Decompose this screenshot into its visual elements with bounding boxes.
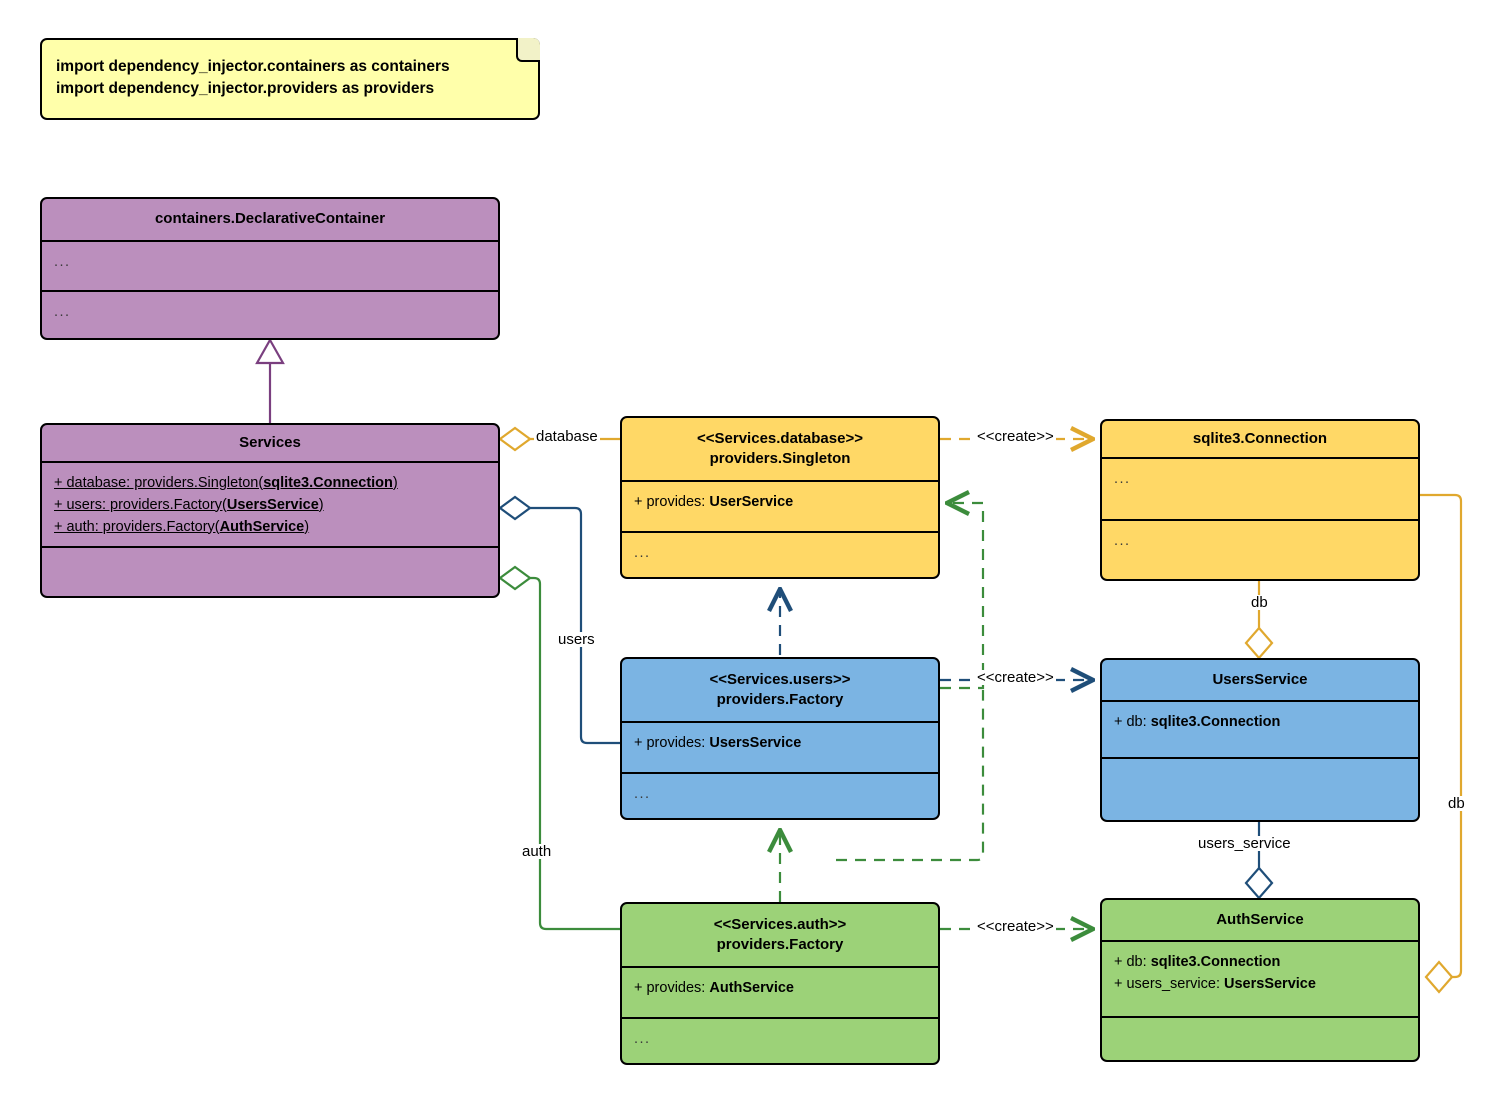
op-placeholder: ... [634, 545, 651, 561]
class-attributes: + database: providers.Singleton(sqlite3.… [42, 461, 498, 546]
edge-label-db-users: db [1249, 594, 1270, 611]
import-note: import dependency_injector.containers as… [40, 38, 540, 120]
class-attributes: + provides: UsersService [622, 721, 938, 772]
attribute-auth: + auth: providers.Factory(AuthService) [54, 518, 310, 535]
class-title: UsersService [1212, 670, 1308, 688]
class-name: providers.Factory [716, 691, 844, 708]
attribute-database: + database: providers.Singleton(sqlite3.… [54, 475, 398, 491]
op-placeholder: ... [634, 786, 651, 802]
note-folded-corner-icon [516, 38, 540, 62]
op-placeholder: ... [634, 1031, 651, 1047]
attribute-provides: + provides: AuthService [634, 980, 794, 996]
edge-aggregation-users [498, 495, 620, 745]
edge-label-create-users: <<create>> [975, 669, 1056, 686]
edge-aggregation-auth [498, 565, 620, 931]
class-attributes: + db: sqlite3.Connection [1102, 700, 1418, 757]
edge-label-users-service: users_service [1196, 835, 1293, 852]
attr-placeholder: ... [54, 254, 71, 270]
edge-label-create-auth: <<create>> [975, 918, 1056, 935]
class-containers-declarativecontainer[interactable]: containers.DeclarativeContainer ... ... [40, 197, 500, 340]
class-attributes: ... [1102, 457, 1418, 519]
class-stereotype: <<Services.users>> [709, 670, 851, 688]
class-title: AuthService [1216, 910, 1304, 928]
class-stereotype: <<Services.auth>> [713, 915, 847, 933]
class-attributes: ... [42, 240, 498, 290]
edge-aggregation-db-users [1244, 581, 1274, 660]
edge-label-create-database: <<create>> [975, 428, 1056, 445]
class-operations: ... [622, 1017, 938, 1063]
class-operations: ... [622, 531, 938, 577]
class-operations [42, 546, 498, 596]
attribute-users: + users: providers.Factory(UsersService) [54, 496, 324, 513]
class-services-database-provider[interactable]: <<Services.database>> providers.Singleto… [620, 416, 940, 579]
class-attributes: + db: sqlite3.Connection + users_service… [1102, 940, 1418, 1016]
class-services[interactable]: Services + database: providers.Singleton… [40, 423, 500, 598]
attr-placeholder: ... [1114, 471, 1131, 487]
attribute-db: + db: sqlite3.Connection [1114, 714, 1281, 730]
class-sqlite3-connection[interactable]: sqlite3.Connection ... ... [1100, 419, 1420, 581]
edge-label-users: users [556, 631, 597, 648]
note-line-2: import dependency_injector.providers as … [56, 80, 435, 98]
edge-generalization-services [255, 337, 285, 423]
class-operations: ... [1102, 519, 1418, 579]
class-attributes: + provides: UserService [622, 480, 938, 531]
attribute-db: + db: sqlite3.Connection [1114, 954, 1281, 970]
attribute-users-service: + users_service: UsersService [1114, 975, 1316, 992]
class-stereotype: <<Services.database>> [697, 429, 863, 447]
class-title: <<Services.auth>> providers.Factory [622, 904, 938, 966]
attribute-provides: + provides: UserService [634, 494, 794, 510]
class-operations [1102, 1016, 1418, 1060]
class-authservice[interactable]: AuthService + db: sqlite3.Connection + u… [1100, 898, 1420, 1062]
op-placeholder: ... [54, 304, 71, 320]
class-attributes: + provides: AuthService [622, 966, 938, 1017]
class-operations: ... [622, 772, 938, 818]
class-name: providers.Singleton [709, 450, 851, 467]
class-usersservice[interactable]: UsersService + db: sqlite3.Connection [1100, 658, 1420, 822]
class-operations: ... [42, 290, 498, 338]
edge-label-auth: auth [520, 843, 554, 860]
class-title: <<Services.database>> providers.Singleto… [622, 418, 938, 480]
class-services-auth-provider[interactable]: <<Services.auth>> providers.Factory + pr… [620, 902, 940, 1065]
edge-label-db-auth: db [1446, 795, 1467, 812]
class-title: Services [239, 433, 301, 451]
class-title: sqlite3.Connection [1192, 429, 1328, 447]
edge-label-database: database [534, 428, 600, 445]
class-title: <<Services.users>> providers.Factory [622, 659, 938, 721]
op-placeholder: ... [1114, 533, 1131, 549]
class-operations [1102, 757, 1418, 820]
class-title: containers.DeclarativeContainer [154, 210, 386, 228]
edge-aggregation-users-service [1244, 822, 1274, 900]
class-services-users-provider[interactable]: <<Services.users>> providers.Factory + p… [620, 657, 940, 820]
attribute-provides: + provides: UsersService [634, 735, 802, 751]
edge-aggregation-db-auth [1420, 493, 1463, 994]
class-name: providers.Factory [716, 936, 844, 953]
note-line-1: import dependency_injector.containers as… [56, 58, 450, 75]
